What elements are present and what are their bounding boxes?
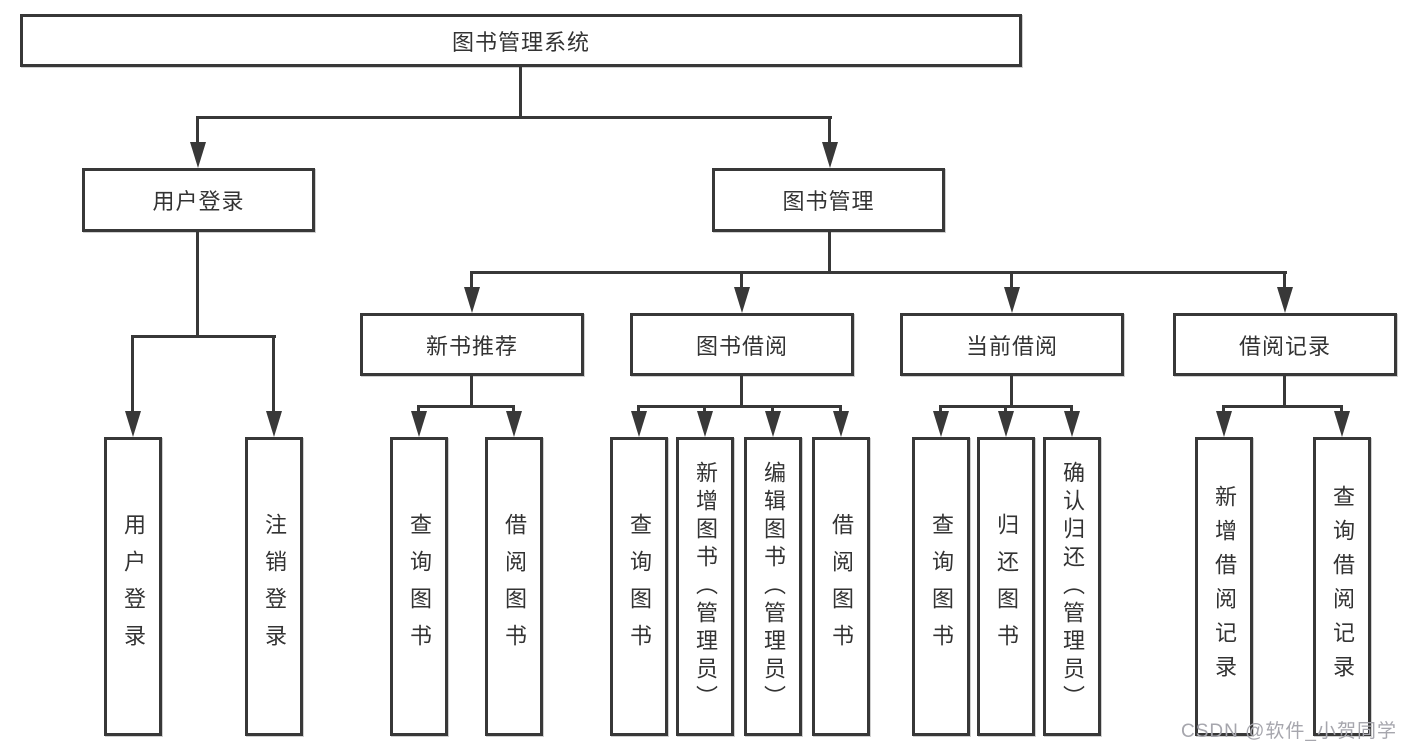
connector-line	[470, 271, 1287, 274]
arrowhead-icon	[1216, 411, 1232, 437]
arrowhead-icon	[933, 411, 949, 437]
connector-line	[196, 116, 832, 119]
leaf-borrow-books-recommend-label: 借阅图书	[502, 512, 527, 661]
arrowhead-icon	[506, 411, 522, 437]
leaf-return-books-label: 归还图书	[994, 512, 1019, 661]
node-book-management-label: 图书管理	[782, 189, 875, 214]
connector-line	[196, 116, 199, 146]
arrowhead-icon	[1064, 411, 1080, 437]
node-book-borrowing-label: 图书借阅	[695, 333, 788, 359]
leaf-query-books-current-label: 查询图书	[929, 512, 954, 661]
connector-line	[1222, 405, 1343, 408]
connector-line	[519, 67, 522, 117]
connector-line	[740, 271, 743, 295]
leaf-add-books-admin: 新增图书（管理员）	[676, 437, 734, 736]
arrowhead-icon	[1334, 411, 1350, 437]
arrowhead-icon	[822, 142, 838, 168]
node-library-management-system: 图书管理系统	[20, 14, 1022, 67]
connector-line	[131, 335, 276, 338]
leaf-edit-books-admin-label: 编辑图书（管理员）	[761, 460, 786, 713]
arrowhead-icon	[833, 411, 849, 437]
connector-line	[1283, 376, 1286, 406]
leaf-query-borrow-record: 查询借阅记录	[1313, 437, 1371, 736]
node-borrowing-records-label: 借阅记录	[1238, 333, 1331, 359]
node-borrowing-records: 借阅记录	[1173, 313, 1397, 376]
connector-line	[828, 232, 831, 274]
connector-line	[131, 335, 134, 415]
arrowhead-icon	[266, 411, 282, 437]
leaf-query-books-current: 查询图书	[912, 437, 970, 736]
leaf-add-borrow-record: 新增借阅记录	[1195, 437, 1253, 736]
leaf-borrow-books: 借阅图书	[812, 437, 870, 736]
arrowhead-icon	[1004, 287, 1020, 313]
leaf-borrow-books-label: 借阅图书	[829, 512, 854, 661]
root-node-label: 图书管理系统	[451, 29, 590, 55]
leaf-add-borrow-record-label: 新增借阅记录	[1212, 484, 1237, 689]
node-book-borrowing: 图书借阅	[630, 313, 854, 376]
arrowhead-icon	[765, 411, 781, 437]
arrowhead-icon	[190, 142, 206, 168]
connector-line	[637, 405, 842, 408]
leaf-query-books-borrowing-label: 查询图书	[627, 512, 652, 661]
leaf-logout-label: 注销登录	[262, 512, 287, 661]
leaf-user-login: 用户登录	[104, 437, 162, 736]
leaf-add-books-admin-label: 新增图书（管理员）	[693, 460, 718, 713]
node-current-borrowing: 当前借阅	[900, 313, 1124, 376]
arrowhead-icon	[998, 411, 1014, 437]
arrowhead-icon	[464, 287, 480, 313]
leaf-query-books-recommend-label: 查询图书	[407, 512, 432, 661]
node-new-book-recommendation: 新书推荐	[360, 313, 584, 376]
leaf-query-borrow-record-label: 查询借阅记录	[1330, 484, 1355, 689]
arrowhead-icon	[631, 411, 647, 437]
node-current-borrowing-label: 当前借阅	[965, 333, 1058, 359]
arrowhead-icon	[1277, 287, 1293, 313]
node-user-login: 用户登录	[82, 168, 315, 232]
leaf-query-books-recommend: 查询图书	[390, 437, 448, 736]
connector-line	[1010, 271, 1013, 295]
connector-line	[196, 232, 199, 337]
connector-line	[828, 116, 831, 146]
connector-line	[272, 335, 275, 415]
connector-line	[740, 376, 743, 406]
node-user-login-label: 用户登录	[152, 189, 245, 214]
leaf-logout: 注销登录	[245, 437, 303, 736]
node-book-management: 图书管理	[712, 168, 945, 232]
connector-line	[470, 271, 473, 295]
arrowhead-icon	[125, 411, 141, 437]
node-new-book-recommendation-label: 新书推荐	[425, 333, 518, 359]
arrowhead-icon	[411, 411, 427, 437]
leaf-confirm-return-admin: 确认归还（管理员）	[1043, 437, 1101, 736]
arrowhead-icon	[734, 287, 750, 313]
connector-line	[1283, 271, 1286, 295]
leaf-query-books-borrowing: 查询图书	[610, 437, 668, 736]
leaf-confirm-return-admin-label: 确认归还（管理员）	[1060, 460, 1085, 713]
connector-line	[1010, 376, 1013, 406]
leaf-return-books: 归还图书	[977, 437, 1035, 736]
connector-line	[470, 376, 473, 406]
leaf-user-login-label: 用户登录	[121, 512, 146, 661]
leaf-borrow-books-recommend: 借阅图书	[485, 437, 543, 736]
connector-line	[417, 405, 515, 408]
leaf-edit-books-admin: 编辑图书（管理员）	[744, 437, 802, 736]
arrowhead-icon	[697, 411, 713, 437]
